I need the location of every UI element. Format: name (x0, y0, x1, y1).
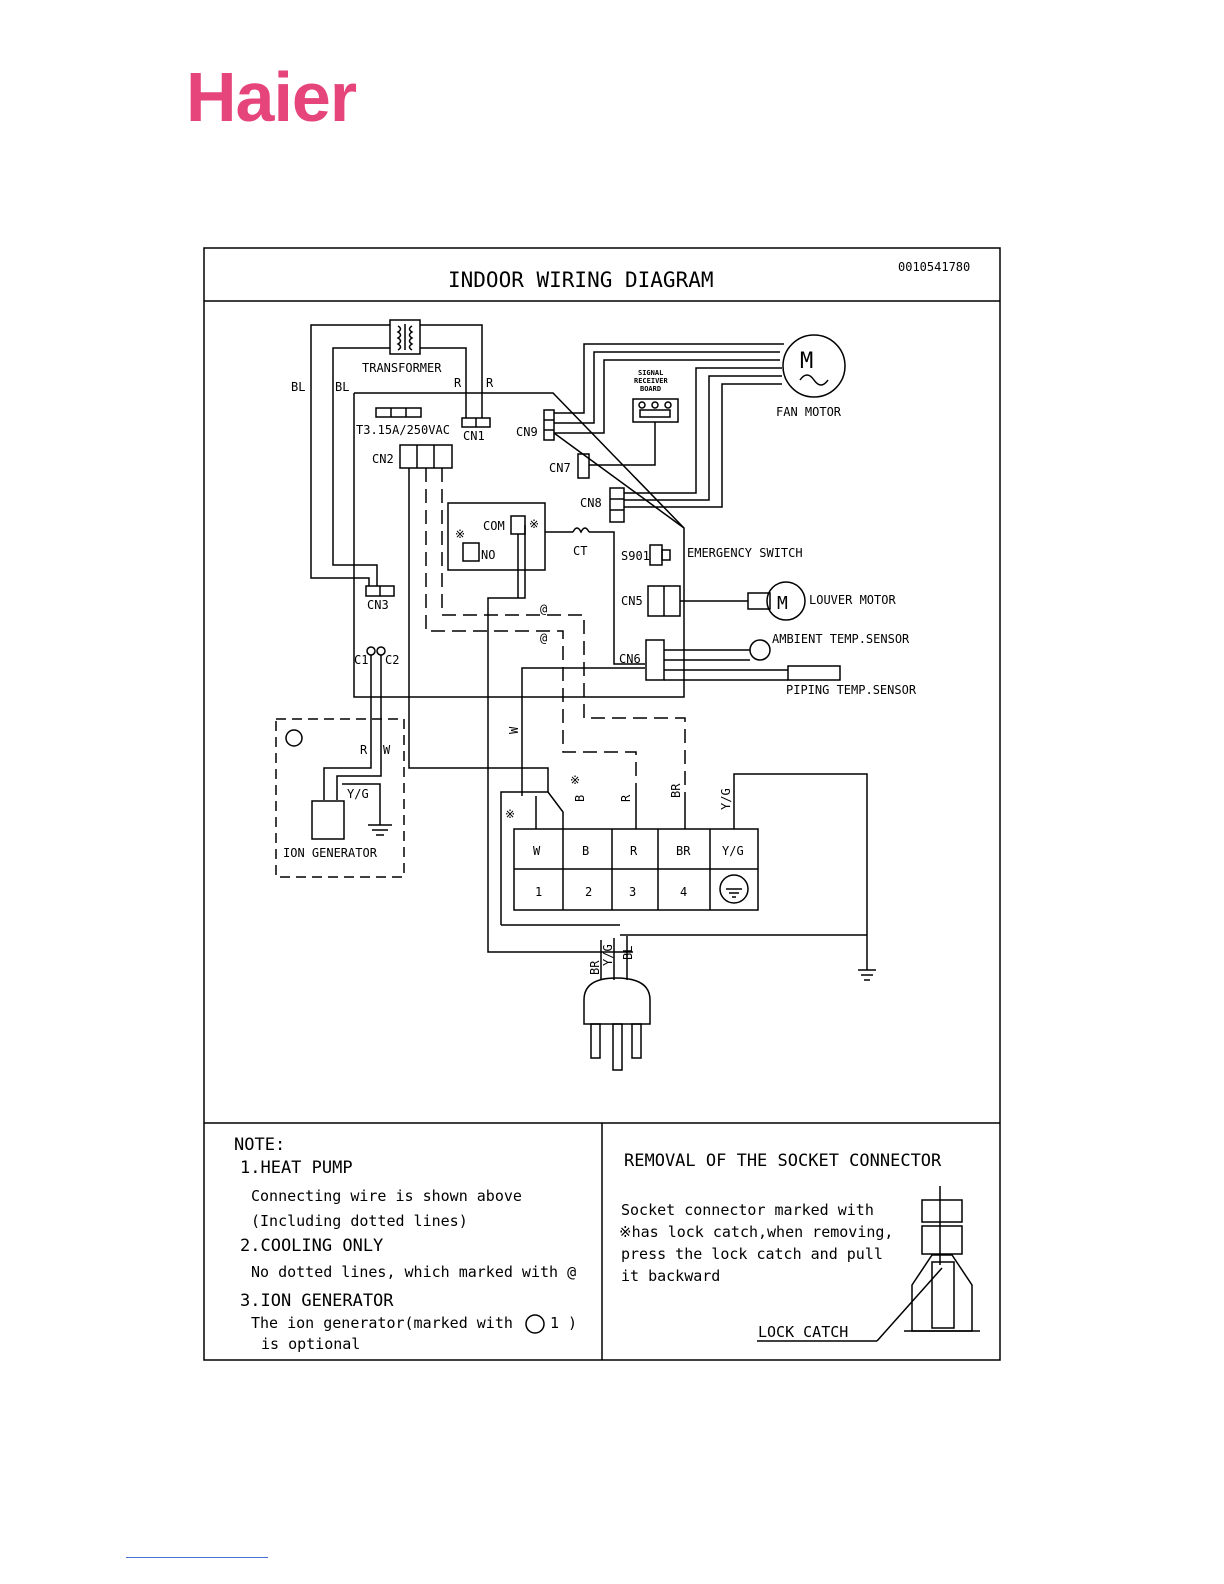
signal-board-label: BOARD (640, 385, 661, 393)
removal-line: Socket connector marked with (621, 1201, 874, 1219)
motor-m-icon: M (800, 349, 813, 374)
lock-catch-marker: ※ (455, 527, 465, 541)
note-line: Connecting wire is shown above (251, 1187, 522, 1205)
com-label: COM (483, 519, 505, 533)
terminal-label: B (582, 844, 589, 858)
lock-catch-marker: ※ (570, 773, 580, 787)
piping-sensor-label: PIPING TEMP.SENSOR (786, 683, 917, 697)
piping-sensor-icon (787, 665, 841, 681)
no-label: NO (481, 548, 495, 562)
transformer-icon (389, 319, 421, 355)
ion-generator-label: ION GENERATOR (283, 846, 378, 860)
ct-label: CT (573, 544, 587, 558)
s901-label: S901 (621, 549, 650, 563)
note-line: No dotted lines, which marked with @ (251, 1263, 576, 1281)
motor-m-icon: M (777, 593, 788, 614)
doc-number: 0010541780 (898, 260, 970, 274)
wire-label-yg: Y/G (347, 787, 369, 801)
c2-label: C2 (385, 653, 399, 667)
terminal-label: Y/G (722, 844, 744, 858)
cn6-label: CN6 (619, 652, 641, 666)
wire-label-bl: BL (291, 380, 305, 394)
fuse-label: T3.15A/250VAC (356, 423, 450, 437)
signal-board-label: RECEIVER (634, 377, 669, 385)
cn9-label: CN9 (516, 425, 538, 439)
cn7-label: CN7 (549, 461, 571, 475)
wire-label-yg: Y/G (601, 944, 615, 966)
wire-label-w: W (383, 743, 391, 757)
cn8-label: CN8 (580, 496, 602, 510)
lock-catch-label: LOCK CATCH (758, 1323, 848, 1341)
wire-label-w: W (507, 726, 521, 734)
power-plug-icon (583, 977, 651, 1025)
note-line: is optional (261, 1335, 360, 1353)
footer-link-underline (126, 1557, 268, 1558)
cn5-label: CN5 (621, 594, 643, 608)
emergency-switch-label: EMERGENCY SWITCH (687, 546, 803, 560)
lock-catch-marker: ※ (529, 517, 539, 531)
ambient-sensor-label: AMBIENT TEMP.SENSOR (772, 632, 910, 646)
cooling-marker: @ (540, 602, 547, 616)
wire-label-b: B (573, 795, 587, 802)
removal-line: it backward (621, 1267, 720, 1285)
removal-line: press the lock catch and pull (621, 1245, 883, 1263)
note-title: 1.HEAT PUMP (240, 1158, 353, 1178)
wire-label-bl: BL (335, 380, 349, 394)
fuse-icon (375, 407, 422, 418)
wire-label-r: R (619, 794, 633, 802)
removal-title: REMOVAL OF THE SOCKET CONNECTOR (624, 1151, 942, 1171)
note-line: The ion generator(marked with (251, 1314, 513, 1332)
pcb-board (353, 392, 685, 698)
cooling-marker: @ (540, 631, 547, 645)
ambient-sensor-icon (749, 639, 771, 661)
note-marker-text: 1 ) (550, 1314, 577, 1332)
diagram-title: INDOOR WIRING DIAGRAM (448, 268, 714, 292)
terminal-number: 3 (629, 885, 636, 899)
louver-motor-label: LOUVER MOTOR (809, 593, 896, 607)
haier-logo: Haier (186, 58, 357, 136)
fan-motor-label: FAN MOTOR (776, 405, 842, 419)
terminal-label: W (533, 844, 541, 858)
cn1-label: CN1 (463, 429, 485, 443)
wire-label-r: R (486, 376, 494, 390)
cn3-label: CN3 (367, 598, 389, 612)
note-heading: NOTE: (234, 1135, 285, 1155)
c1-label: C1 (354, 653, 368, 667)
louver-motor-icon (766, 581, 806, 621)
wire-label-br: BR (588, 960, 602, 975)
wire-label-r: R (454, 376, 462, 390)
wire-label-yg: Y/G (719, 788, 733, 810)
note-line: (Including dotted lines) (251, 1212, 468, 1230)
cn2-label: CN2 (372, 452, 394, 466)
terminal-number: 1 (535, 885, 542, 899)
transformer-label: TRANSFORMER (362, 361, 442, 375)
wire-label-bl: BL (621, 946, 635, 960)
terminal-label: BR (676, 844, 691, 858)
wire-label-r: R (360, 743, 368, 757)
terminal-number: 2 (585, 885, 592, 899)
terminal-label: R (630, 844, 638, 858)
note-title: 2.COOLING ONLY (240, 1236, 383, 1256)
note-title: 3.ION GENERATOR (240, 1291, 394, 1311)
fan-motor-icon (782, 334, 846, 398)
signal-board-label: SIGNAL (638, 369, 663, 377)
terminal-number: 4 (680, 885, 687, 899)
removal-line: ※has lock catch,when removing, (619, 1223, 893, 1241)
wire-label-br: BR (669, 783, 683, 798)
lock-catch-marker: ※ (505, 807, 515, 821)
